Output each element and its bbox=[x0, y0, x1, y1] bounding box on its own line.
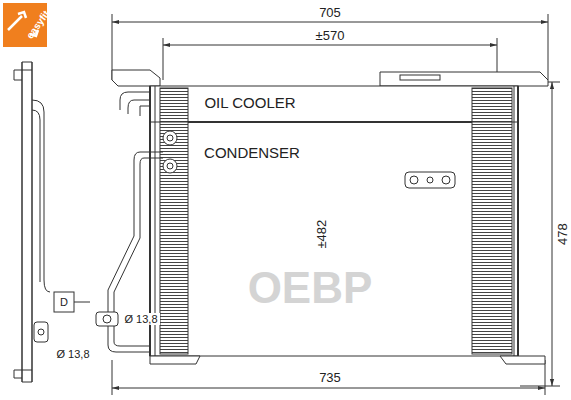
dimension: ±482 bbox=[315, 218, 329, 251]
dimension: 478 bbox=[556, 221, 570, 247]
dimension: Ø 13,8 bbox=[54, 348, 91, 360]
core-outline bbox=[150, 86, 518, 356]
dimension: 705 bbox=[317, 6, 343, 20]
dimension: 735 bbox=[317, 371, 343, 385]
section-label: CONDENSER bbox=[202, 145, 302, 162]
dimension: Ø 13,8 bbox=[122, 313, 159, 325]
part-mark: D bbox=[58, 296, 70, 308]
watermark: OEBP bbox=[246, 264, 375, 312]
section-label: OIL COOLER bbox=[202, 95, 297, 112]
dimension: ±570 bbox=[314, 29, 347, 43]
